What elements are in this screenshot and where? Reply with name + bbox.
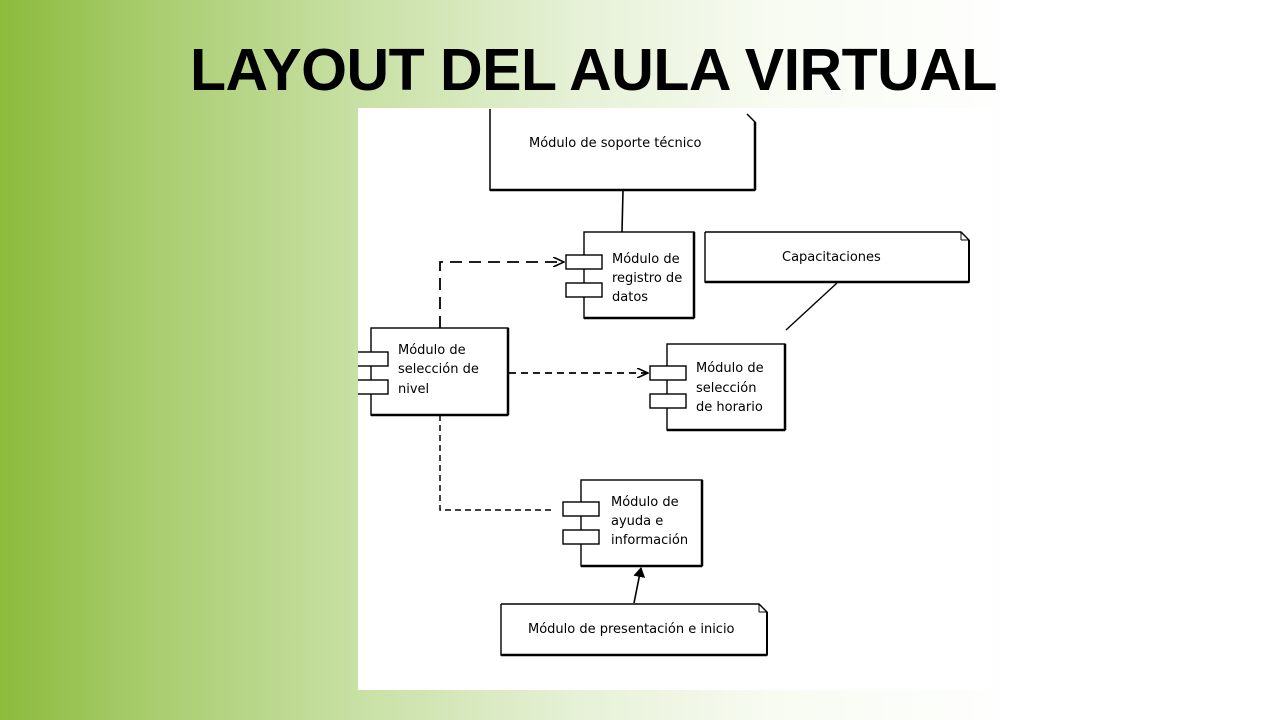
note-training-label: Capacitaciones — [782, 250, 881, 265]
component-help-line-1: Módulo de — [611, 495, 679, 510]
component-schedule: Módulo de selección de horario — [649, 343, 787, 432]
component-help: Módulo de ayuda e información — [562, 479, 704, 568]
component-level-line-1: Módulo de — [398, 343, 466, 358]
connector-presentation-help — [633, 567, 646, 604]
component-schedule-line-3: de horario — [696, 400, 763, 415]
note-presentation-label: Módulo de presentación e inicio — [528, 622, 735, 637]
dependency-level-registration — [439, 262, 564, 328]
component-help-line-3: información — [611, 533, 688, 548]
component-help-line-2: ayuda e — [611, 514, 663, 529]
connector-support-registration — [621, 189, 624, 233]
note-training: Capacitaciones — [704, 231, 970, 284]
component-schedule-line-1: Módulo de — [696, 361, 764, 376]
component-registration-line-3: datos — [612, 290, 648, 305]
dependency-level-help — [439, 415, 552, 511]
component-level-line-2: selección de — [398, 362, 479, 377]
note-presentation: Módulo de presentación e inicio — [500, 603, 768, 657]
component-registration-line-1: Módulo de — [612, 252, 680, 267]
slide-title: LAYOUT DEL AULA VIRTUAL — [190, 37, 997, 103]
note-support: Módulo de soporte técnico — [489, 109, 757, 192]
component-diagram: Módulo de soporte técnico Capacitaciones… — [358, 109, 970, 657]
component-level: Módulo de selección de nivel — [358, 327, 510, 417]
note-support-label: Módulo de soporte técnico — [529, 136, 701, 151]
connector-training-schedule — [785, 282, 838, 331]
component-schedule-line-2: selección — [696, 381, 756, 396]
component-registration: Módulo de registro de datos — [565, 231, 696, 320]
diagram-panel: Módulo de soporte técnico Capacitaciones… — [358, 108, 991, 690]
component-registration-line-2: registro de — [612, 271, 682, 286]
component-level-line-3: nivel — [398, 382, 429, 397]
